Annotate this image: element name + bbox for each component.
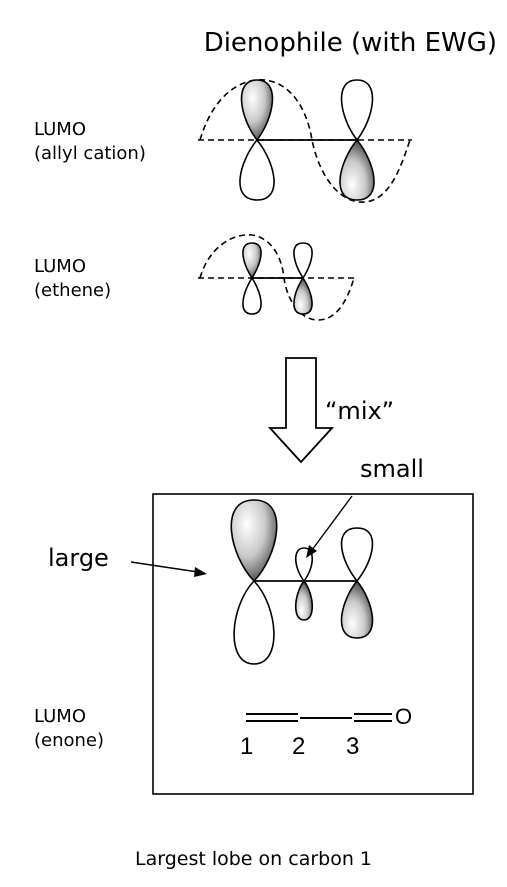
- enone-c1-upper-lobe: [230, 499, 278, 583]
- allyl-c3-lower-lobe: [339, 138, 375, 201]
- ethene-c1-upper-lobe: [242, 242, 262, 280]
- ethene-label-line2: (ethene): [34, 280, 112, 301]
- carbon-2-label: 2: [292, 733, 306, 760]
- carbon-1-label: 1: [240, 733, 254, 760]
- oxygen-label: O: [395, 704, 413, 729]
- large-pointer-head: [194, 567, 207, 577]
- small-pointer-head: [306, 545, 317, 558]
- ethene-lumo-orbitals: [198, 234, 356, 321]
- allyl-label-line2: (allyl cation): [34, 143, 146, 164]
- small-label: small: [360, 455, 424, 483]
- allyl-wave: [199, 79, 411, 203]
- allyl-lumo-orbitals: [198, 79, 412, 203]
- allyl-c1-lower-lobe: [239, 138, 275, 201]
- allyl-c1-upper-lobe: [240, 79, 274, 142]
- ethene-c2-upper-lobe: [293, 242, 313, 280]
- enone-c3-upper-lobe: [340, 527, 374, 583]
- carbon-3-label: 3: [346, 733, 360, 760]
- large-pointer-line: [130, 561, 199, 573]
- caption: Largest lobe on carbon 1: [135, 848, 372, 870]
- allyl-label: LUMO (allyl cation): [34, 118, 146, 166]
- allyl-label-line1: LUMO: [34, 119, 87, 140]
- enone-c2-lower-lobe: [294, 579, 314, 621]
- enone-c1-lower-lobe: [233, 579, 275, 665]
- ethene-label: LUMO (ethene): [34, 255, 111, 303]
- enone-skeleton: [246, 713, 392, 722]
- diagram-title: Dienophile (with EWG): [203, 28, 497, 58]
- ethene-label-line1: LUMO: [34, 256, 87, 277]
- enone-box: [152, 493, 474, 795]
- enone-label-line2: (enone): [34, 730, 105, 751]
- mix-label: “mix”: [325, 397, 395, 425]
- large-label: large: [48, 544, 109, 572]
- allyl-c3-upper-lobe: [340, 79, 374, 142]
- enone-label-line1: LUMO: [34, 706, 87, 727]
- enone-c3-lower-lobe: [340, 579, 374, 639]
- ethene-c2-lower-lobe: [293, 276, 313, 315]
- mix-arrow: [267, 357, 335, 464]
- ethene-c1-lower-lobe: [242, 276, 262, 315]
- small-pointer-line: [311, 495, 353, 551]
- enone-label: LUMO (enone): [34, 705, 104, 753]
- enone-lumo-orbitals: [230, 499, 374, 665]
